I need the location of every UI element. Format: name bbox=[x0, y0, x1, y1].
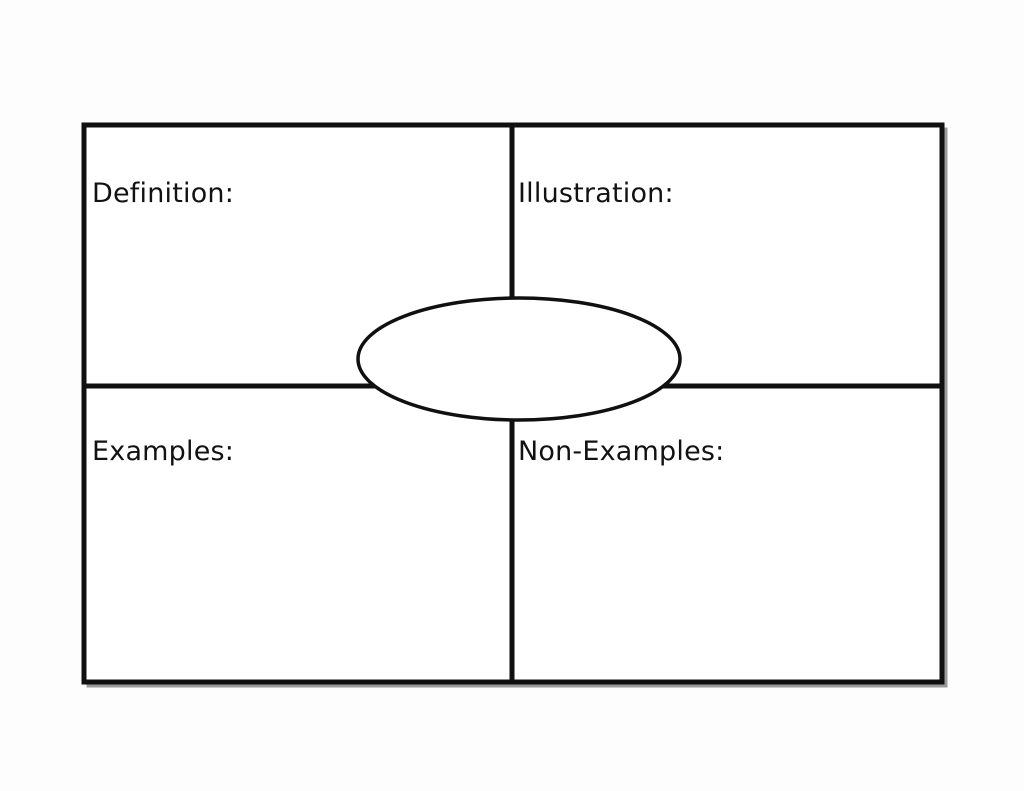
quadrant-fill-non-examples bbox=[514, 388, 940, 680]
quadrant-label-definition: Definition: bbox=[92, 178, 235, 209]
quadrant-label-examples: Examples: bbox=[92, 436, 235, 467]
quadrant-label-non-examples: Non-Examples: bbox=[518, 436, 725, 467]
quadrant-examples[interactable] bbox=[88, 390, 508, 678]
quadrant-non-examples[interactable] bbox=[516, 390, 938, 678]
quadrant-fill-examples bbox=[86, 388, 510, 680]
center-term-ellipse[interactable] bbox=[356, 296, 682, 422]
quadrant-label-illustration: Illustration: bbox=[518, 178, 674, 209]
center-term-area[interactable] bbox=[358, 298, 680, 420]
